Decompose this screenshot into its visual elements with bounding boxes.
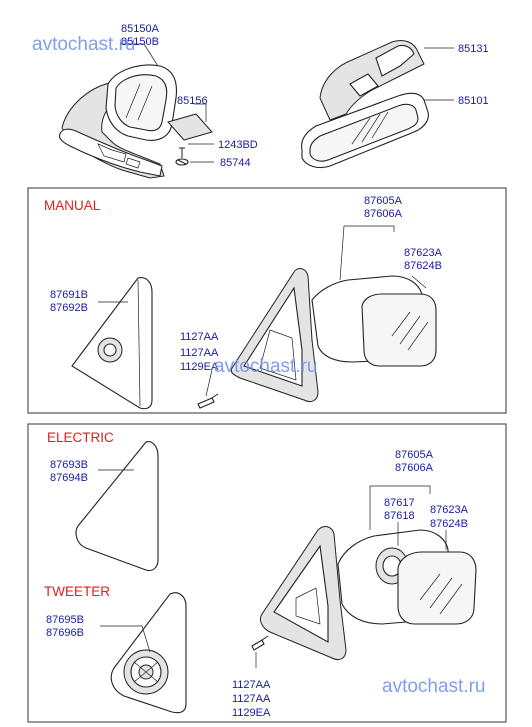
label-manual-87691B: 87691B: [50, 289, 88, 301]
label-manual-87624B: 87624B: [404, 260, 442, 272]
manual-leader-lines: [98, 225, 427, 397]
label-manual-87605A: 87605A: [364, 195, 403, 207]
electric-corner-cover-87693B: [75, 441, 159, 572]
label-electric-87624B: 87624B: [430, 518, 468, 530]
label-electric-87694B: 87694B: [50, 472, 88, 484]
rear-view-mirror-85101: [301, 92, 429, 169]
label-manual-87623A: 87623A: [404, 247, 443, 259]
label-electric-87618: 87618: [384, 510, 415, 522]
electric-screw-1127AA: [251, 635, 269, 651]
washer-85744: [175, 158, 189, 166]
label-85131: 85131: [458, 43, 489, 55]
manual-corner-cover-87691B: [71, 277, 153, 410]
label-tweeter-87695B: 87695B: [46, 614, 84, 626]
tweeter-corner-cover-87695B: [110, 592, 187, 714]
mirror-cover-85156: [167, 113, 213, 141]
label-manual-1129EA: 1129EA: [180, 361, 219, 373]
label-manual-87692B: 87692B: [50, 302, 88, 314]
label-electric-87623A: 87623A: [430, 504, 469, 516]
watermark-middle: avtochast.ru: [214, 356, 318, 377]
manual-outside-mirror-87605A: [230, 268, 437, 403]
inside-mirror-assembly-85150: [58, 64, 178, 179]
electric-leader-lines: [98, 469, 447, 668]
mirror-bracket-85131: [319, 39, 425, 121]
label-manual-87606A: 87606A: [364, 208, 403, 220]
label-85150A: 85150A: [121, 23, 160, 35]
label-85101: 85101: [458, 95, 489, 107]
label-electric-87606A: 87606A: [395, 462, 434, 474]
manual-section-frame: [27, 187, 507, 414]
watermark-top: avtochast.ru: [32, 34, 136, 55]
watermark-bottom: avtochast.ru: [382, 676, 486, 697]
label-electric-1129EA: 1129EA: [232, 707, 271, 719]
label-manual-1127AA-2: 1127AA: [180, 347, 219, 359]
manual-screw-1127AA: [197, 393, 219, 409]
label-manual-1127AA-1: 1127AA: [180, 331, 219, 343]
label-85156: 85156: [177, 95, 208, 107]
section-title-tweeter: TWEETER: [44, 584, 110, 599]
label-tweeter-87696B: 87696B: [46, 627, 84, 639]
label-85150B: 85150B: [121, 36, 159, 48]
section-title-electric: ELECTRIC: [47, 430, 114, 445]
label-electric-1127AA-2: 1127AA: [232, 693, 271, 705]
label-electric-87617: 87617: [384, 497, 415, 509]
top-leader-lines: [120, 43, 454, 163]
electric-section-frame: [27, 423, 507, 723]
label-electric-87605A: 87605A: [395, 449, 434, 461]
label-electric-1127AA-1: 1127AA: [232, 679, 271, 691]
screw-1243BD: [179, 147, 185, 158]
label-1243BD: 1243BD: [218, 139, 258, 151]
section-title-manual: MANUAL: [44, 198, 101, 213]
electric-outside-mirror-87605A: [259, 526, 477, 661]
label-electric-87693B: 87693B: [50, 459, 88, 471]
label-85744: 85744: [220, 157, 251, 169]
